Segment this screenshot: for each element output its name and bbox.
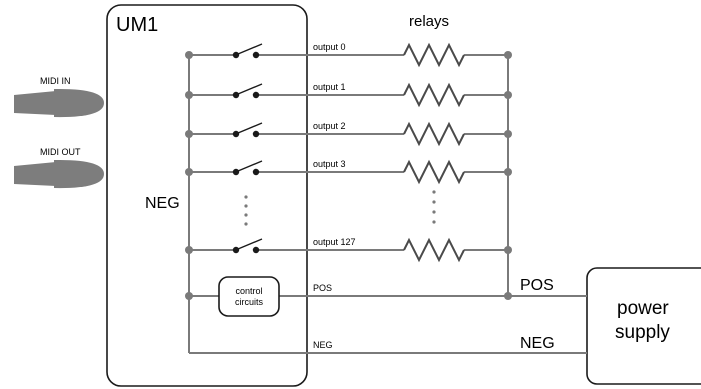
neg-wire-label: NEG	[313, 340, 333, 350]
control-label-line1: control	[235, 286, 262, 296]
switch-contact-right	[252, 168, 260, 176]
switch-contact-left	[232, 246, 240, 254]
switch-blade	[237, 122, 263, 134]
relay-rail-dot	[504, 168, 512, 176]
switch-contact-right	[252, 246, 260, 254]
relay-rail-dot	[504, 91, 512, 99]
output-row: output 3	[185, 159, 512, 185]
switch-blade	[237, 160, 263, 172]
output-row: output 127	[185, 237, 512, 263]
switch-ellipsis	[244, 195, 248, 226]
switch-contact-left	[232, 91, 240, 99]
pos-right-label: POS	[520, 277, 554, 294]
rail-dot	[185, 91, 193, 99]
output-row: output 2	[185, 121, 512, 147]
switch-contact-right	[252, 130, 260, 138]
midi-out-label: MIDI OUT	[40, 147, 81, 157]
relay-ellipsis	[432, 190, 436, 224]
switch-contact-left	[232, 168, 240, 176]
um1-box	[106, 4, 308, 387]
switch-contact-left	[232, 51, 240, 59]
relays-title: relays	[409, 13, 449, 30]
power-supply-box	[586, 267, 701, 385]
neg-right-label: NEG	[520, 335, 555, 352]
output-label: output 127	[313, 237, 356, 247]
control-label-line2: circuits	[235, 297, 264, 307]
output-label: output 0	[313, 42, 346, 52]
switch-contact-right	[252, 51, 260, 59]
output-label: output 3	[313, 159, 346, 169]
relay-rail-dot	[504, 130, 512, 138]
midi-out-cable	[14, 159, 104, 189]
output-rows: output 0 output 1 output 2 output 3 output 1…	[185, 42, 512, 263]
rail-dot	[185, 130, 193, 138]
switch-contact-left	[232, 130, 240, 138]
midi-in-label: MIDI IN	[40, 76, 71, 86]
power-supply-line2: supply	[615, 322, 670, 343]
relay-coil	[403, 121, 465, 147]
output-row: output 1	[185, 82, 512, 108]
neg-left-label: NEG	[145, 195, 180, 212]
switch-blade	[237, 238, 263, 250]
switch-blade	[237, 83, 263, 95]
relay-coil	[403, 42, 465, 68]
switch-contact-right	[252, 91, 260, 99]
um1-title: UM1	[116, 14, 158, 36]
output-label: output 1	[313, 82, 346, 92]
output-row: output 0	[185, 42, 512, 68]
switch-blade	[237, 43, 263, 55]
pos-wire-label: POS	[313, 283, 332, 293]
relay-rail-dot	[504, 246, 512, 254]
power-supply-line1: power	[617, 298, 669, 319]
relay-coil	[403, 159, 465, 185]
control-circuits-box	[218, 276, 280, 317]
rail-dot	[185, 51, 193, 59]
neg-junction-dot	[185, 292, 193, 300]
relay-coil	[403, 82, 465, 108]
output-label: output 2	[313, 121, 346, 131]
pos-junction-dot	[504, 292, 512, 300]
rail-dot	[185, 168, 193, 176]
relay-coil	[403, 237, 465, 263]
rail-dot	[185, 246, 193, 254]
midi-in-cable	[14, 88, 104, 118]
relay-rail-dot	[504, 51, 512, 59]
